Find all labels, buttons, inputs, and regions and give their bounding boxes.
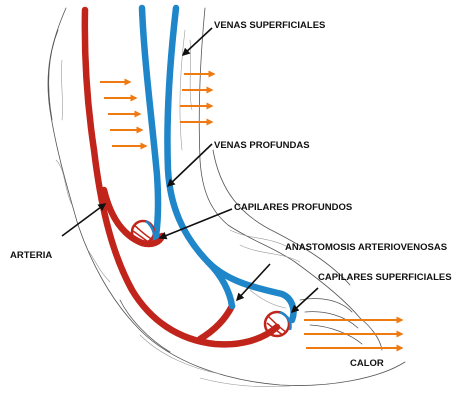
pointer-venas-profundas — [168, 144, 212, 186]
label-venas-profundas: VENAS PROFUNDAS — [214, 140, 310, 151]
heat-arrows-right — [180, 74, 214, 122]
label-anastomosis: ANASTOMOSIS ARTERIOVENOSAS — [285, 242, 447, 253]
label-capilares-superficiales: CAPILARES SUPERFICIALES — [318, 272, 452, 283]
veins — [142, 8, 294, 320]
capillares-profundos-loops — [132, 221, 154, 243]
vein-deep — [142, 8, 158, 236]
vein-superficial — [167, 8, 293, 320]
label-calor: CALOR — [350, 358, 384, 369]
pointer-capilares-profundos — [160, 209, 232, 238]
label-capilares-profundos: CAPILARES PROFUNDOS — [234, 202, 352, 213]
pointer-capilares-superficiales — [292, 288, 318, 312]
labels: VENAS SUPERFICIALES VENAS PROFUNDAS CAPI… — [10, 20, 452, 369]
artery-main — [85, 10, 277, 344]
heat-arrows-left — [100, 82, 146, 146]
pointer-arteria — [62, 204, 105, 236]
label-arteria: ARTERIA — [10, 250, 52, 261]
label-venas-superficiales: VENAS SUPERFICIALES — [214, 20, 325, 31]
artery — [85, 10, 277, 344]
pointer-venas-superficiales — [183, 28, 212, 55]
artery-anastomosis-branch — [200, 306, 232, 339]
